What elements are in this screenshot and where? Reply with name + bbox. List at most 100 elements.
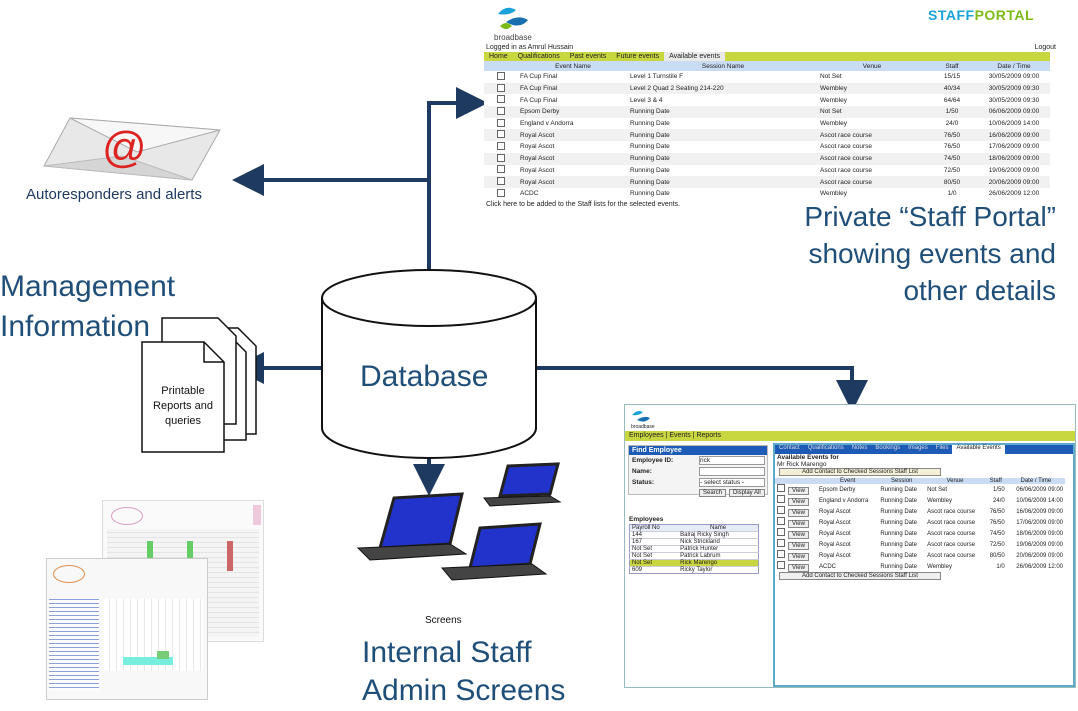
emp-col-name: Name — [710, 525, 727, 531]
ev-col-staff: Staff — [989, 478, 1002, 484]
view-button[interactable]: View — [788, 520, 809, 528]
tab-past-events[interactable]: Past events — [569, 53, 607, 60]
view-button[interactable]: View — [788, 531, 809, 539]
admin-tab-qualifications[interactable]: Qualifications — [807, 445, 844, 451]
event-cell: 76/50 — [989, 519, 1005, 526]
available-events-for: Mr Rick Marengo — [777, 461, 827, 468]
row-checkbox[interactable] — [497, 188, 505, 197]
row-checkbox[interactable] — [497, 71, 505, 80]
row-checkbox[interactable] — [497, 141, 505, 150]
table-cell: 26/06/2009 12:00 — [988, 190, 1040, 198]
table-cell: FA Cup Final — [518, 82, 628, 95]
tab-future-events[interactable]: Future events — [616, 53, 660, 60]
row-checkbox[interactable] — [497, 153, 505, 162]
event-cell: Running Date — [880, 497, 918, 504]
table-cell: 80/50 — [926, 176, 978, 188]
event-checkbox[interactable] — [777, 517, 785, 525]
search-button[interactable]: Search — [699, 489, 727, 497]
event-checkbox[interactable] — [777, 506, 785, 514]
table-cell: Running Date — [630, 190, 670, 198]
admin-tab-images[interactable]: Images — [908, 445, 928, 451]
event-cell: Running Date — [880, 519, 918, 526]
event-checkbox[interactable] — [777, 528, 785, 536]
row-checkbox[interactable] — [497, 177, 505, 186]
view-button[interactable]: View — [788, 498, 809, 506]
event-cell: Wembley — [927, 497, 952, 504]
employee-cell: 609 — [629, 566, 679, 574]
table-cell: 74/50 — [926, 152, 978, 165]
portal-footer-link[interactable]: Click here to be added to the Staff list… — [486, 200, 681, 208]
admin-tab-files[interactable]: Files — [935, 445, 949, 451]
row-checkbox[interactable] — [497, 95, 505, 104]
row-checkbox[interactable] — [497, 130, 505, 139]
event-cell: Running Date — [880, 486, 918, 493]
event-checkbox[interactable] — [777, 539, 785, 547]
employee-id-input[interactable]: rick — [699, 456, 765, 465]
table-cell: Ascot race course — [818, 129, 926, 142]
view-button[interactable]: View — [788, 542, 809, 550]
autoresponders-label: Autoresponders and alerts — [26, 186, 202, 203]
event-cell: Running Date — [880, 508, 918, 515]
view-button[interactable]: View — [788, 553, 809, 561]
table-cell: Wembley — [820, 190, 847, 198]
table-cell: Running Date — [630, 120, 670, 128]
display-all-button[interactable]: Display All — [729, 489, 765, 497]
event-checkbox[interactable] — [777, 495, 785, 503]
tab-home[interactable]: Home — [489, 53, 508, 60]
admin-tab-notes[interactable]: Notes — [851, 445, 868, 451]
name-input[interactable] — [699, 467, 765, 476]
row-checkbox[interactable] — [497, 106, 505, 115]
table-cell: Level 1 Turnstile F — [630, 73, 684, 81]
employee-cell: Nick Strickland — [678, 538, 759, 546]
event-checkbox[interactable] — [777, 550, 785, 558]
tab-qualifications[interactable]: Qualifications — [517, 53, 560, 60]
admin-nav-bar[interactable]: Employees | Events | Reports — [625, 431, 1075, 441]
event-cell: Running Date — [880, 530, 918, 537]
view-button[interactable]: View — [788, 564, 809, 572]
add-contact-button-top[interactable]: Add Contact to Checked Sessions Staff Li… — [779, 468, 941, 476]
status-select[interactable]: - select status - — [699, 478, 765, 487]
admin-tab-contact[interactable]: Contact — [779, 445, 800, 451]
admin-tab-available-events[interactable]: Available Events — [952, 445, 1005, 454]
add-contact-button-bottom[interactable]: Add Contact to Checked Sessions Staff Li… — [779, 572, 941, 580]
event-checkbox[interactable] — [777, 484, 785, 492]
row-checkbox[interactable] — [497, 83, 505, 92]
view-button[interactable]: View — [788, 509, 809, 517]
view-button[interactable]: View — [788, 487, 809, 495]
event-checkbox[interactable] — [777, 561, 785, 569]
row-checkbox[interactable] — [497, 165, 505, 174]
event-cell: 20/06/2009 09:00 — [1016, 552, 1063, 559]
admin-tab-bookings[interactable]: Bookings — [875, 445, 901, 451]
table-cell: 76/50 — [943, 143, 961, 151]
row-checkbox[interactable] — [497, 118, 505, 127]
portal-logout-link[interactable]: Logout — [1034, 44, 1056, 51]
table-cell: 76/50 — [926, 129, 978, 142]
tab-available-events[interactable]: Available events — [664, 52, 725, 61]
employee-cell: 167 — [629, 538, 679, 546]
